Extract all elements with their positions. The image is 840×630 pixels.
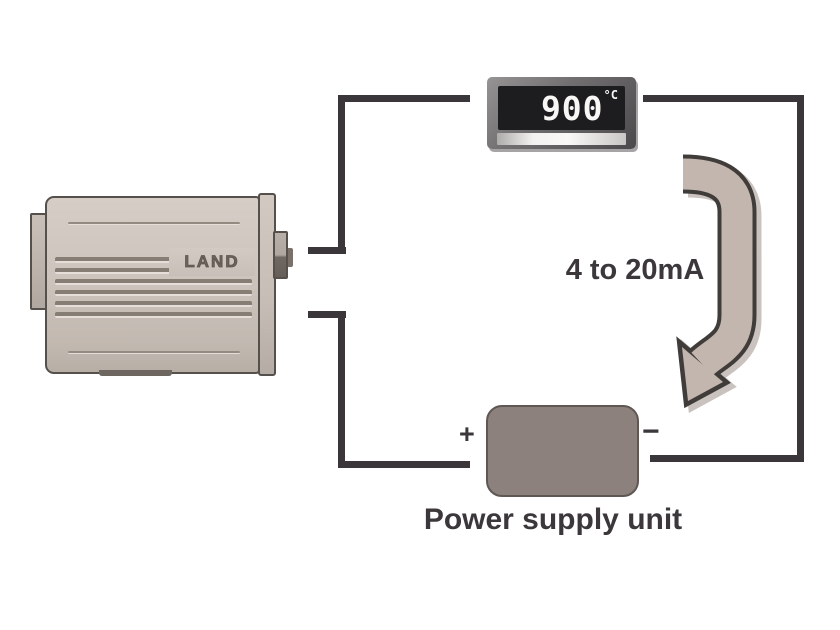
plus-terminal-label: + <box>459 419 475 449</box>
meter-screen: 900 °C <box>498 86 625 130</box>
panel-meter: 900 °C <box>487 77 636 149</box>
sensor-groove <box>55 290 252 296</box>
sensor-foot <box>99 370 172 376</box>
wire-segment <box>338 461 470 468</box>
current-loop-arrow-icon <box>676 154 762 413</box>
sensor-groove <box>68 222 240 225</box>
meter-unit: °C <box>603 88 618 102</box>
wire-segment <box>797 95 804 462</box>
sensor-groove <box>55 257 252 263</box>
sensor-connector <box>273 231 288 279</box>
minus-terminal-label: − <box>642 415 660 448</box>
brand-logo: LAND <box>169 248 255 276</box>
wire-segment <box>338 311 345 468</box>
meter-value: 900 <box>540 88 604 128</box>
sensor-groove <box>55 268 252 274</box>
wire-segment <box>338 95 345 254</box>
wire-segment <box>308 311 346 318</box>
wire-segment <box>308 247 346 254</box>
sensor-connector-pin <box>288 248 293 267</box>
meter-bezel-strip <box>497 133 626 145</box>
wire-segment <box>338 95 470 102</box>
power-supply-caption: Power supply unit <box>423 503 683 536</box>
sensor-groove <box>68 351 240 354</box>
sensor-groove <box>55 312 252 318</box>
wire-segment <box>643 95 804 102</box>
sensor-endcap <box>258 193 276 376</box>
power-supply-box <box>486 405 639 497</box>
wire-segment <box>650 455 804 462</box>
sensor-groove <box>55 279 252 285</box>
loop-label: 4 to 20mA <box>565 254 705 286</box>
sensor-body: LAND <box>45 196 260 374</box>
sensor-groove <box>55 301 252 307</box>
